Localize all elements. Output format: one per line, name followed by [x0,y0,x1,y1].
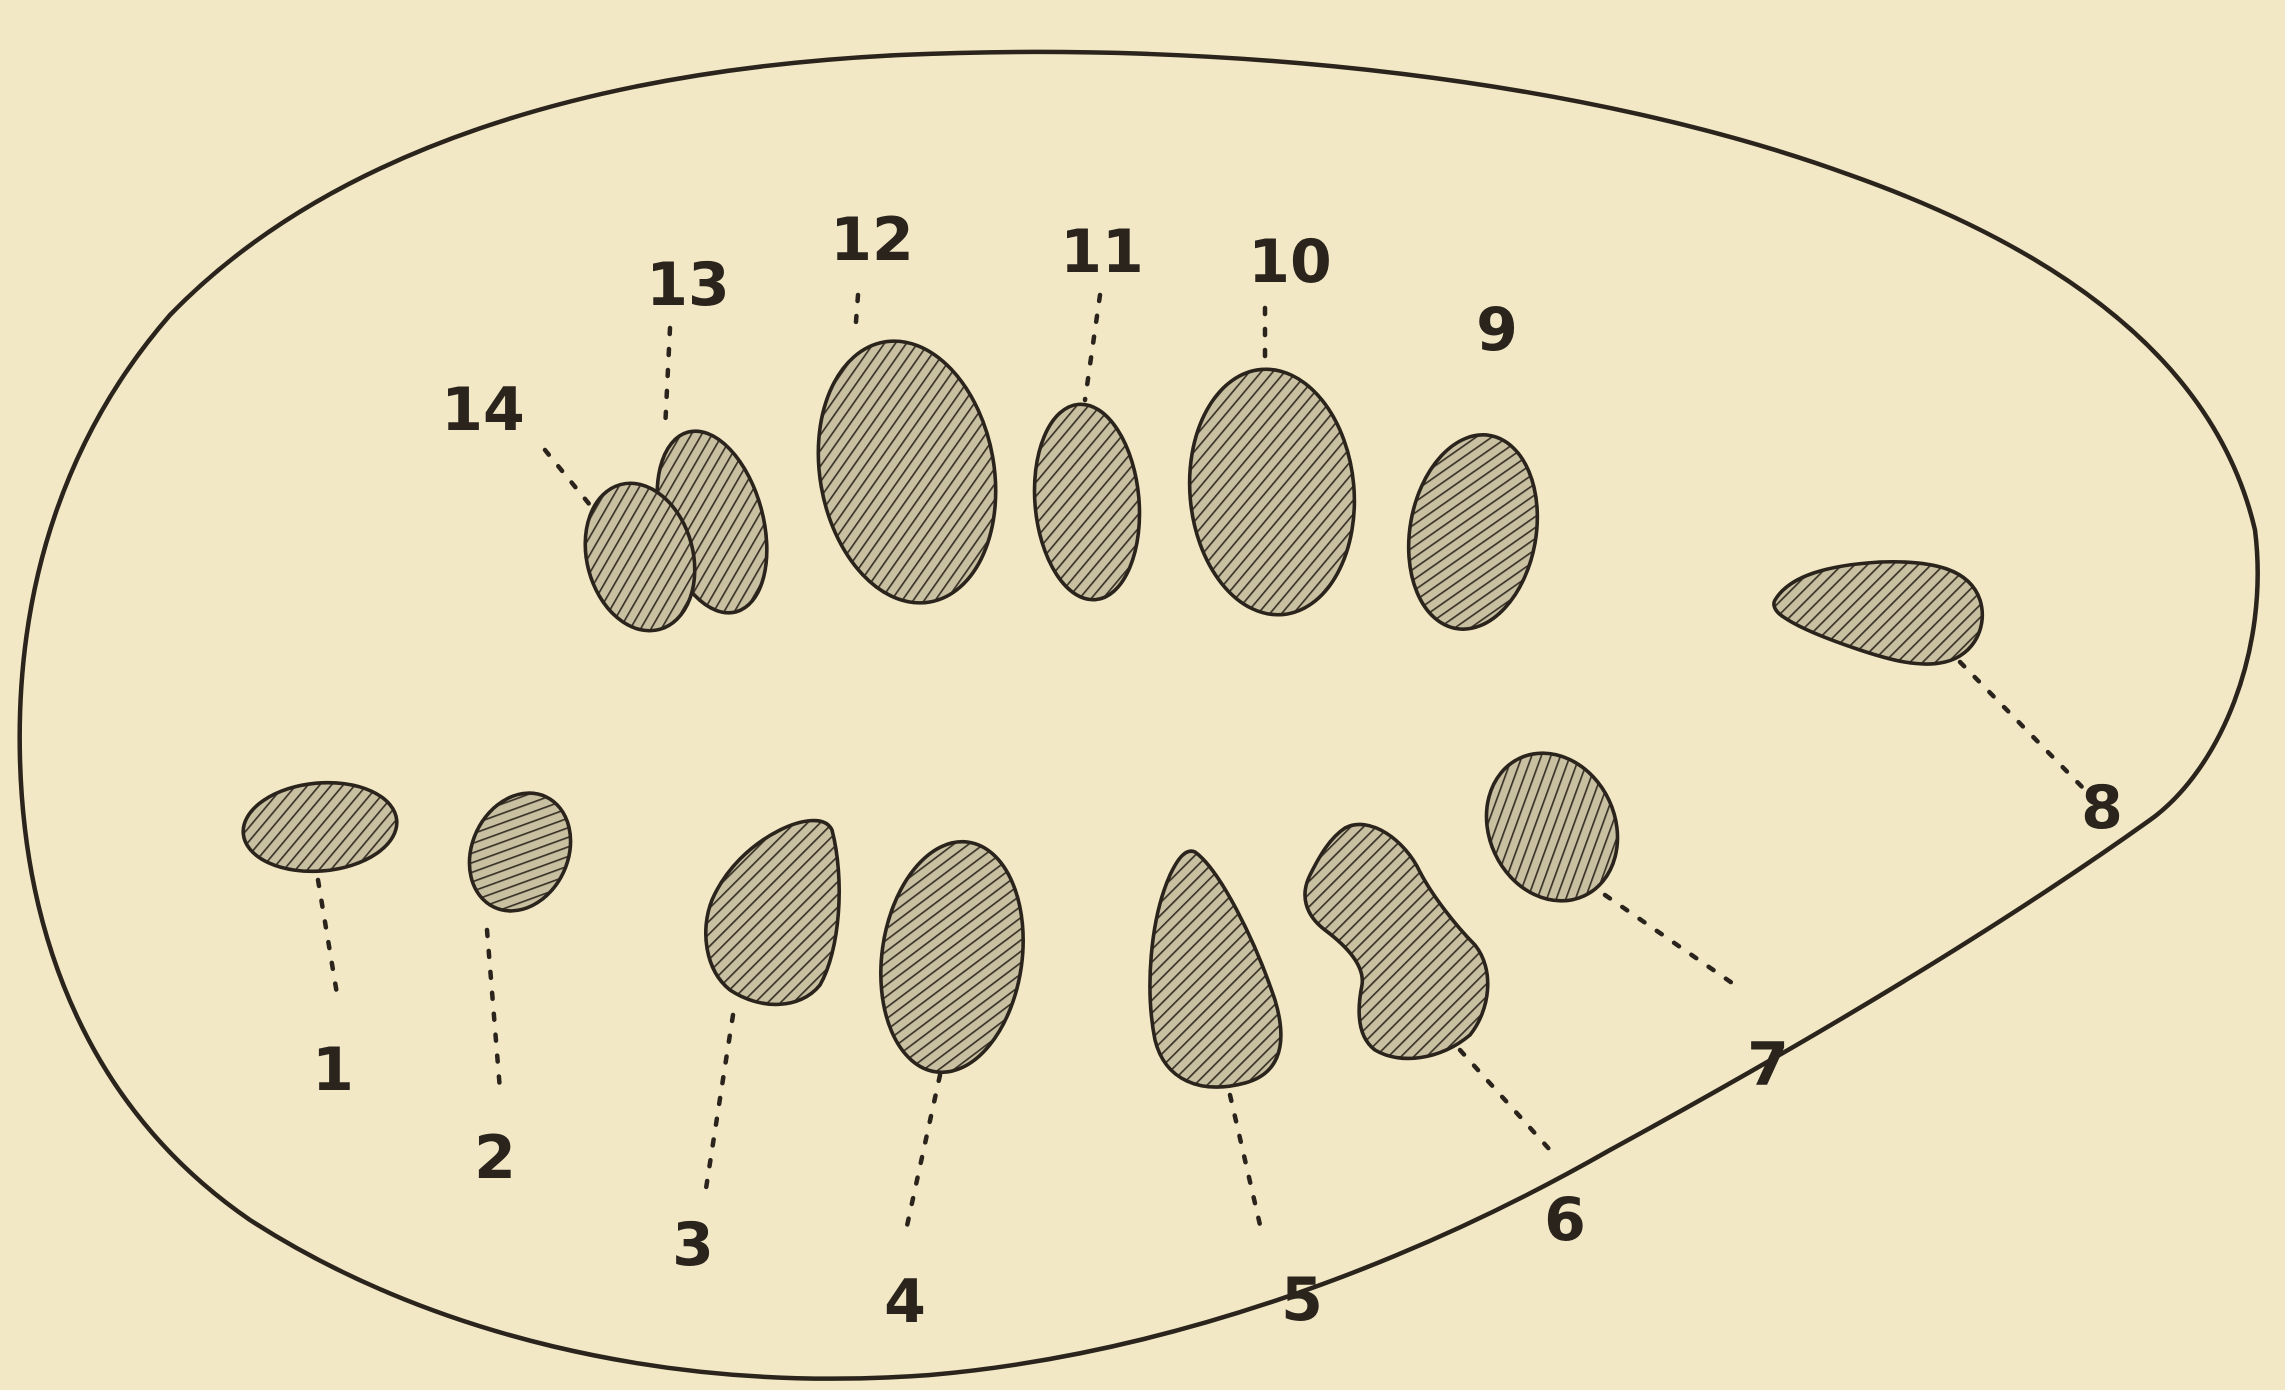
label-9: 9 [1476,295,1518,365]
spot-9 [1394,425,1552,640]
leader-5 [1230,1095,1260,1225]
label-11: 11 [1060,217,1144,287]
label-1: 1 [312,1035,354,1105]
label-2: 2 [474,1123,516,1193]
label-10: 10 [1248,227,1332,297]
leader-13 [665,328,670,430]
spot-8 [1774,562,1982,664]
label-4: 4 [884,1267,926,1337]
leader-8 [1960,662,2085,790]
label-13: 13 [646,250,730,320]
label-3: 3 [672,1210,714,1280]
label-6: 6 [1544,1185,1586,1255]
label-8: 8 [2081,773,2123,843]
spot-5 [1150,851,1281,1087]
leader-6 [1460,1050,1550,1150]
spot-12 [798,327,1015,617]
spot-3 [706,821,839,1005]
label-14: 14 [441,375,525,445]
spot-2 [451,776,590,927]
spot-6 [1305,824,1488,1058]
leader-4 [905,1075,940,1235]
leader-12 [855,295,858,335]
label-5: 5 [1281,1265,1323,1335]
number-labels: 1 2 3 4 5 6 7 8 9 10 11 12 13 14 [312,205,2123,1337]
spot-7 [1463,731,1641,922]
spot-11 [1027,400,1148,604]
leader-1 [318,880,338,1000]
leader-7 [1605,895,1735,985]
leader-14 [545,450,590,505]
spot-4 [867,832,1038,1081]
spot-1 [239,776,400,877]
leader-11 [1085,295,1100,400]
leader-2 [487,930,500,1090]
spot-10 [1180,362,1365,621]
leader-3 [705,1015,733,1195]
label-12: 12 [830,205,914,275]
label-7: 7 [1747,1030,1789,1100]
